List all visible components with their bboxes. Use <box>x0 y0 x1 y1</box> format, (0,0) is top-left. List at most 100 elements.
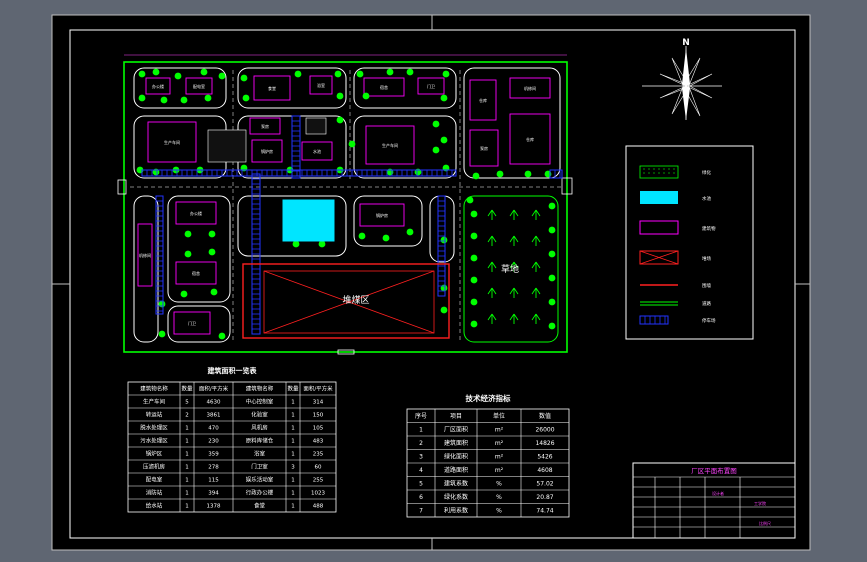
table-cell: 转运站 <box>146 411 163 419</box>
tree <box>406 68 414 76</box>
table-cell: 生产车间 <box>143 398 165 406</box>
water-pool[interactable] <box>282 199 335 242</box>
building-label: 泵房 <box>480 145 488 151</box>
building[interactable]: 宿舍 <box>363 77 405 97</box>
road-block <box>353 195 423 247</box>
table-cell: 255 <box>313 478 324 484</box>
building[interactable]: 锅炉房 <box>251 139 283 163</box>
table-cell: 5 <box>419 481 423 488</box>
table-cell: 建筑面积 <box>444 439 468 447</box>
building-label: 锅炉房 <box>376 212 388 218</box>
building[interactable]: 机修间 <box>509 77 551 99</box>
tree <box>470 210 478 218</box>
table-cell: 消防站 <box>146 489 163 497</box>
building[interactable]: 生产车间 <box>147 121 197 163</box>
tree <box>242 94 250 102</box>
building[interactable]: 浴室 <box>309 75 333 95</box>
grass-symbol <box>509 313 519 324</box>
table-cell: 锅炉区 <box>146 450 163 458</box>
table-cell: 4608 <box>537 467 552 474</box>
title-block-scale: 比例尺 <box>759 520 771 526</box>
table-cell: 数量 <box>181 385 193 393</box>
building-label: 仓库 <box>479 97 487 103</box>
building-label: 门卫 <box>427 83 435 89</box>
table-cell: 3 <box>291 465 295 471</box>
control-building[interactable] <box>207 129 247 163</box>
table-cell: 道路面积 <box>444 466 468 474</box>
legend-label: 停车场 <box>702 317 716 324</box>
tree <box>184 230 192 238</box>
table-cell: 6 <box>419 494 423 501</box>
building[interactable]: 办公楼 <box>145 77 171 95</box>
building-label: 泵房 <box>261 123 269 129</box>
table-cell: % <box>496 494 502 501</box>
parking-lane <box>155 195 164 315</box>
building[interactable]: 门卫 <box>173 311 211 335</box>
table-header-row: 建筑物名称数量面积/平方米建筑物名称数量面积/平方米 <box>140 385 333 393</box>
building[interactable]: 锅炉房 <box>359 203 405 227</box>
small-building[interactable] <box>305 117 327 135</box>
tree <box>204 94 212 102</box>
tree <box>432 120 440 128</box>
tree <box>208 230 216 238</box>
building[interactable]: 仓库 <box>469 79 497 121</box>
reserve-zone[interactable]: 堆煤区 <box>242 263 450 339</box>
building[interactable]: 泵房 <box>469 129 499 167</box>
building-blocks: 办公楼配电室食堂浴室宿舍门卫仓库机修间生产车间泵房锅炉房水池生产车间泵房仓库办公… <box>137 75 551 335</box>
building[interactable]: 泵房 <box>249 117 281 135</box>
building[interactable]: 门卫 <box>417 77 445 95</box>
building[interactable]: 食堂 <box>253 75 291 101</box>
parking-lane <box>291 115 301 179</box>
table-cell: m² <box>495 427 504 434</box>
road-block <box>353 67 457 109</box>
greenfield-zone[interactable]: 草地 <box>463 195 559 343</box>
parking-lane <box>251 173 261 335</box>
tree <box>548 226 556 234</box>
building[interactable]: 办公楼 <box>175 201 217 225</box>
tree <box>184 250 192 258</box>
grass-symbol <box>509 287 519 298</box>
table-cell: 行政办公楼 <box>246 489 274 497</box>
tree <box>470 232 478 240</box>
grass-symbol <box>531 209 541 220</box>
building[interactable]: 宿舍 <box>175 261 217 285</box>
table-cell: m² <box>495 454 504 461</box>
tree <box>470 320 478 328</box>
grass-symbol <box>509 235 519 246</box>
building[interactable]: 仓库 <box>509 113 551 165</box>
road-network <box>117 67 573 355</box>
table-cell: 314 <box>313 400 324 406</box>
table-cell: 7 <box>419 508 423 515</box>
building-label: 机修间 <box>139 252 151 258</box>
building[interactable]: 水池 <box>301 141 333 161</box>
tree <box>440 236 448 244</box>
building[interactable]: 生产车间 <box>365 125 415 165</box>
table-cell: 1 <box>291 504 295 510</box>
table-cell: 项目 <box>450 413 462 420</box>
grass-symbol <box>487 209 497 220</box>
table-cell: 数量 <box>287 385 299 393</box>
tree <box>548 298 556 306</box>
table-cell: 2 <box>185 413 189 419</box>
table-cell: 厂区面积 <box>444 426 468 434</box>
legend-label: 围墙 <box>702 282 711 289</box>
site-plan: 办公楼配电室食堂浴室宿舍门卫仓库机修间生产车间泵房锅炉房水池生产车间泵房仓库办公… <box>117 54 573 355</box>
table-cell: 食堂 <box>254 502 266 510</box>
building[interactable]: 配电室 <box>185 77 213 95</box>
road-block <box>167 305 231 343</box>
tree <box>472 172 480 180</box>
title-block-school: 设计者 <box>712 490 724 496</box>
building-label: 办公楼 <box>190 210 202 216</box>
table-cell: 1 <box>419 427 423 434</box>
table-cell: 原料库储仓 <box>246 437 274 445</box>
tree <box>200 68 208 76</box>
table-title: 建筑面积一览表 <box>208 366 258 375</box>
tree <box>440 94 448 102</box>
building[interactable]: 机修间 <box>137 223 153 287</box>
